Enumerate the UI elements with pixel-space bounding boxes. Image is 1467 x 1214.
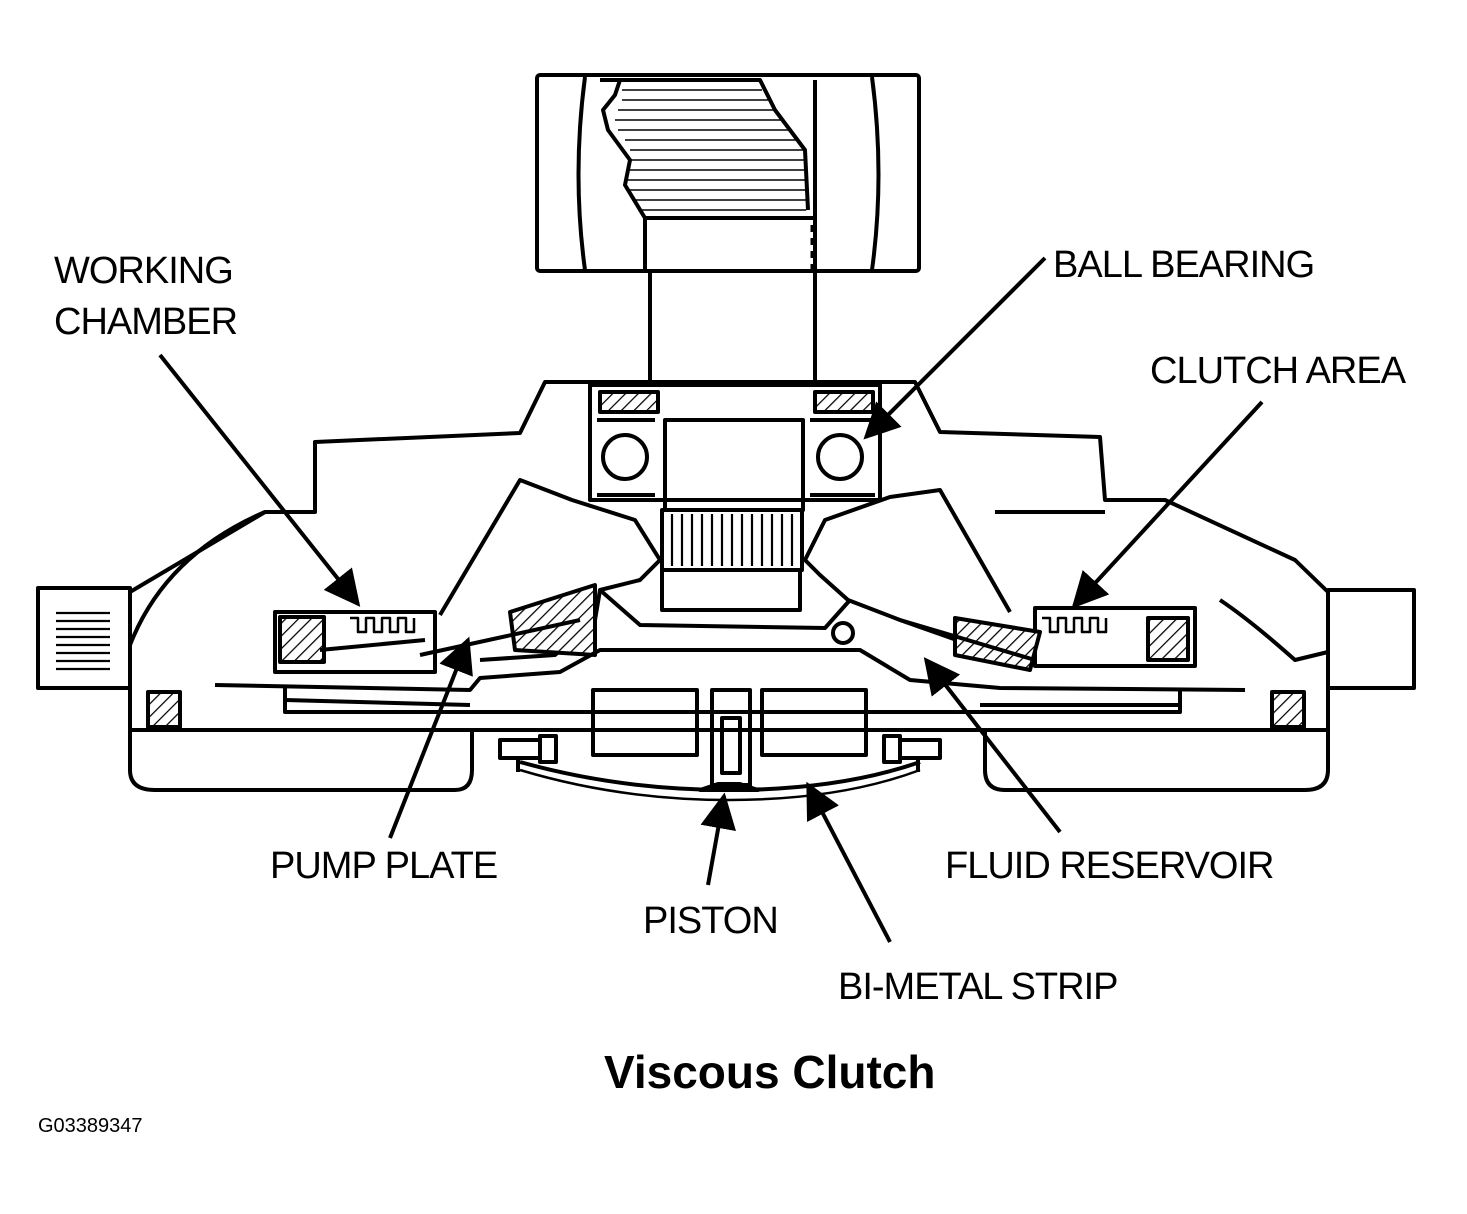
outer-housing <box>128 380 1330 732</box>
bi-metal-strip <box>519 760 921 792</box>
shaft <box>648 270 817 612</box>
leader-working-chamber <box>158 353 361 607</box>
leader-clutch-area <box>1071 400 1264 609</box>
leader-bi-metal-strip <box>806 781 892 943</box>
figure-code: G03389347 <box>38 1115 143 1137</box>
reservoir-left-block <box>591 688 699 757</box>
reservoir-right-block <box>760 688 868 757</box>
label-piston: PISTON <box>643 900 779 942</box>
label-working-chamber-1: WORKING <box>54 250 234 292</box>
hex-nut <box>535 73 921 273</box>
label-ball-bearing: BALL BEARING <box>1053 244 1315 286</box>
label-fluid-reservoir: FLUID RESERVOIR <box>945 845 1274 887</box>
label-working-chamber-2: CHAMBER <box>54 301 238 343</box>
left-lug <box>36 586 132 690</box>
bearing-housing <box>588 383 882 502</box>
label-clutch-area: CLUTCH AREA <box>1150 350 1406 392</box>
working-chamber-region <box>273 583 597 674</box>
label-pump-plate: PUMP PLATE <box>270 845 498 887</box>
right-foot <box>983 730 1330 792</box>
label-bi-metal-strip: BI-METAL STRIP <box>838 966 1118 1008</box>
clutch-area-region <box>899 606 1197 672</box>
piston-body <box>710 688 752 787</box>
left-foot <box>128 730 474 792</box>
diagram-title: Viscous Clutch <box>604 1046 936 1098</box>
leader-pump-plate <box>388 636 473 839</box>
leader-ball-bearing <box>863 256 1047 440</box>
left-bolts <box>498 734 558 772</box>
leader-piston <box>700 792 736 886</box>
right-bolts <box>882 734 942 772</box>
leader-fluid-reservoir <box>923 657 1062 834</box>
right-lug <box>1326 588 1416 690</box>
pump-plate <box>214 648 1246 692</box>
